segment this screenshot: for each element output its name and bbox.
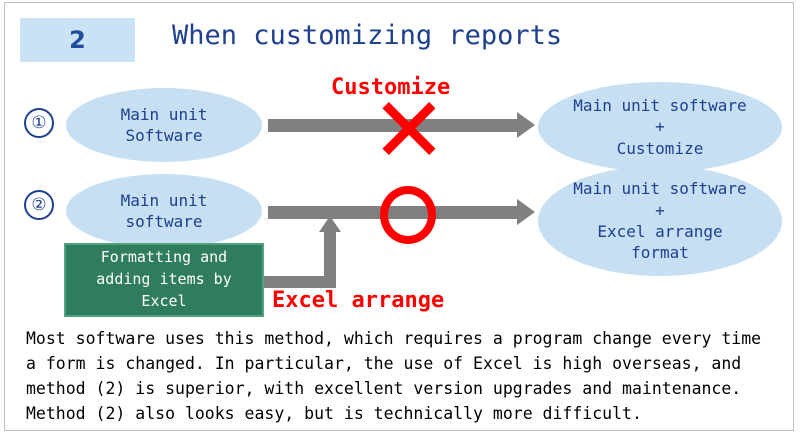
result-ellipse-row2: Main unit software + Excel arrange forma… <box>538 166 782 276</box>
slide-number-box: 2 <box>20 18 135 62</box>
row-marker-1: ① <box>24 108 54 138</box>
excel-formatting-box-line1: Formatting and <box>100 248 228 267</box>
result-ellipse-row1-line1: Main unit software <box>573 96 747 116</box>
source-ellipse-row2-line2: software <box>125 212 203 231</box>
description-paragraph: Most software uses this method, which re… <box>26 329 762 424</box>
row-marker-2: ② <box>24 190 54 220</box>
result-ellipse-row1: Main unit software + Customize <box>538 82 782 172</box>
circle-mark-icon <box>380 186 436 244</box>
excel-formatting-box-line3: Excel <box>141 291 187 310</box>
excel-formatting-box: Formatting and adding items by Excel <box>64 243 264 317</box>
result-ellipse-row2-line2: + <box>655 200 665 220</box>
excel-formatting-box-line2: adding items by <box>96 270 232 289</box>
process-arrow-row2-head <box>517 199 535 225</box>
result-ellipse-row2-line1: Main unit software <box>573 179 747 199</box>
result-ellipse-row1-line3: Customize <box>616 138 704 158</box>
source-ellipse-row1-line1: Main unit <box>120 104 208 124</box>
arrow-label-customize: Customize <box>331 75 451 100</box>
arrow-label-excel-arrange: Excel arrange <box>272 288 445 313</box>
result-ellipse-row2-line3: Excel arrange <box>597 222 723 241</box>
elbow-connector-arrowhead <box>319 216 341 232</box>
page-title: When customizing reports <box>172 20 563 51</box>
source-ellipse-row2: Main unit software <box>66 174 262 248</box>
source-ellipse-row1: Main unit Software <box>66 88 262 162</box>
process-arrow-row1-head <box>517 112 535 138</box>
source-ellipse-row2-line1: Main unit <box>120 190 208 210</box>
source-ellipse-row1-line2: Software <box>125 126 203 145</box>
elbow-connector-vertical <box>324 230 336 282</box>
result-ellipse-row1-line2: + <box>655 117 665 137</box>
slide-number: 2 <box>69 26 86 54</box>
cross-mark-icon <box>378 97 440 159</box>
process-arrow-row1-shaft <box>268 119 518 132</box>
result-ellipse-row2-line4: format <box>631 243 689 263</box>
